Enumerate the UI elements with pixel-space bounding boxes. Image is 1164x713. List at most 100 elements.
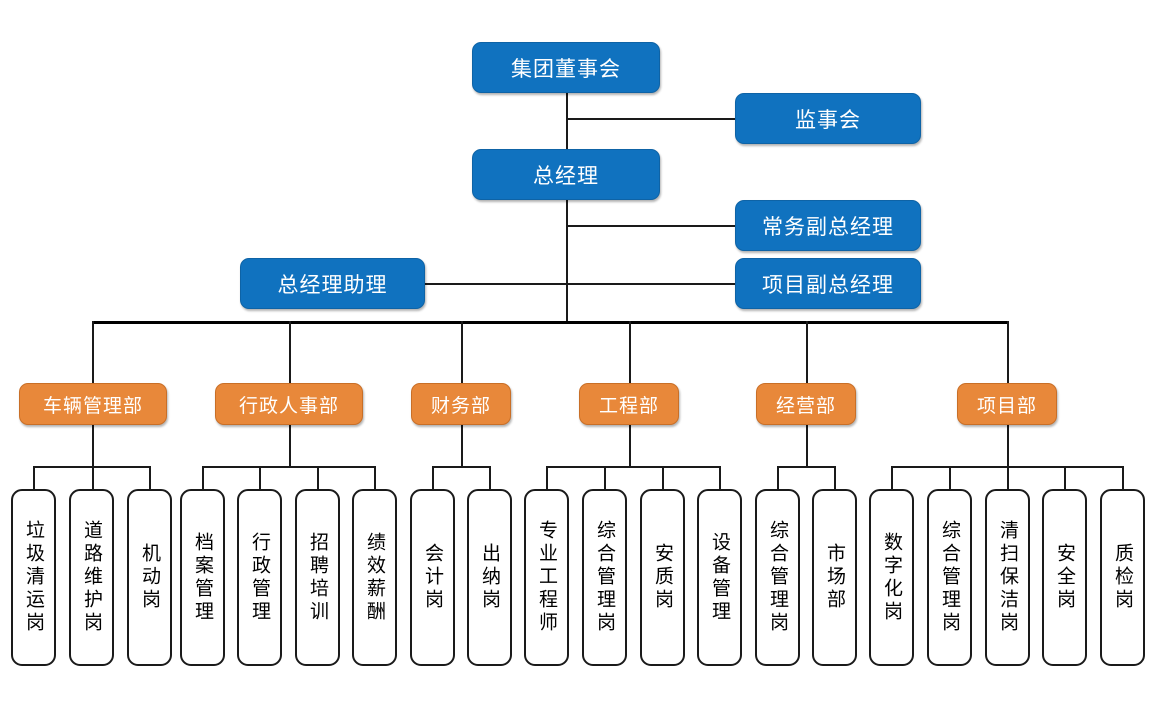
- node-department-project[interactable]: 项目部: [957, 383, 1057, 425]
- leaf-position-box[interactable]: 机动岗: [127, 489, 172, 666]
- leaf-position-box[interactable]: 综合管理岗: [927, 489, 972, 666]
- leaf-position-label: 设备管理: [709, 531, 730, 624]
- node-department-operations[interactable]: 经营部: [756, 383, 856, 425]
- node-department-finance[interactable]: 财务部: [411, 383, 511, 425]
- leaf-position-label: 清扫保洁岗: [997, 520, 1018, 635]
- connector-dept6-leaf-5: [1122, 466, 1124, 490]
- connector-dept6-leaf-4: [1064, 466, 1066, 490]
- node-department-vehicle-management[interactable]: 车辆管理部: [19, 383, 167, 425]
- connector-dept3-leaf-1: [432, 466, 434, 490]
- leaf-position-label: 数字化岗: [881, 531, 902, 624]
- connector-dept2-bus: [202, 466, 375, 468]
- leaf-position-label: 安质岗: [652, 543, 673, 612]
- leaf-position-box[interactable]: 市场部: [812, 489, 857, 666]
- node-supervisory-board[interactable]: 监事会: [735, 93, 921, 144]
- connector-dept5-leaf-2: [834, 466, 836, 490]
- connector-dept2-down: [289, 424, 291, 467]
- leaf-position-label: 综合管理岗: [939, 520, 960, 635]
- leaf-position-label: 垃圾清运岗: [23, 520, 44, 635]
- leaf-position-box[interactable]: 专业工程师: [524, 489, 569, 666]
- leaf-position-label: 质检岗: [1112, 543, 1133, 612]
- leaf-position-box[interactable]: 行政管理: [237, 489, 282, 666]
- connector-dept6-down: [1007, 424, 1009, 467]
- connector-dept5-bus: [777, 466, 835, 468]
- leaf-position-label: 档案管理: [192, 531, 213, 624]
- node-general-manager-label: 总经理: [533, 164, 599, 188]
- node-project-deputy-gm[interactable]: 项目副总经理: [735, 258, 921, 309]
- connector-board-to-supervisory: [566, 118, 735, 120]
- node-department-admin-hr[interactable]: 行政人事部: [215, 383, 363, 425]
- node-department-engineering-label: 工程部: [598, 395, 659, 417]
- leaf-position-label: 安全岗: [1054, 543, 1075, 612]
- leaf-position-box[interactable]: 安全岗: [1042, 489, 1087, 666]
- connector-dept1-bus: [33, 466, 150, 468]
- leaf-position-box[interactable]: 档案管理: [180, 489, 225, 666]
- connector-gm-to-project-deputy: [566, 283, 735, 285]
- leaf-position-box[interactable]: 安质岗: [640, 489, 685, 666]
- node-executive-deputy-gm[interactable]: 常务副总经理: [735, 200, 921, 251]
- connector-gm-down: [566, 199, 568, 323]
- connector-bus-drop-1: [92, 321, 94, 383]
- connector-dept4-leaf-4: [719, 466, 721, 490]
- connector-dept4-leaf-1: [546, 466, 548, 490]
- leaf-position-label: 绩效薪酬: [364, 531, 385, 624]
- connector-dept2-leaf-2: [259, 466, 261, 490]
- node-executive-deputy-gm-label: 常务副总经理: [762, 215, 894, 239]
- connector-dept4-bus: [546, 466, 720, 468]
- node-gm-assistant-label: 总经理助理: [277, 273, 388, 297]
- leaf-position-box[interactable]: 数字化岗: [869, 489, 914, 666]
- leaf-position-box[interactable]: 招聘培训: [295, 489, 340, 666]
- connector-dept4-leaf-3: [662, 466, 664, 490]
- leaf-position-box[interactable]: 综合管理岗: [582, 489, 627, 666]
- node-general-manager[interactable]: 总经理: [472, 149, 660, 200]
- node-supervisory-board-label: 监事会: [795, 108, 861, 132]
- leaf-position-box[interactable]: 出纳岗: [467, 489, 512, 666]
- connector-dept6-leaf-3: [1007, 466, 1009, 490]
- connector-dept2-leaf-3: [317, 466, 319, 490]
- node-department-finance-label: 财务部: [430, 395, 491, 417]
- leaf-position-box[interactable]: 垃圾清运岗: [11, 489, 56, 666]
- connector-dept3-bus: [432, 466, 490, 468]
- connector-dept6-leaf-2: [949, 466, 951, 490]
- connector-dept2-leaf-1: [202, 466, 204, 490]
- connector-gm-assistant: [424, 283, 567, 285]
- node-department-operations-label: 经营部: [775, 395, 836, 417]
- leaf-position-label: 道路维护岗: [81, 520, 102, 635]
- connector-dept6-leaf-1: [891, 466, 893, 490]
- node-department-vehicle-management-label: 车辆管理部: [42, 395, 143, 417]
- connector-dept3-down: [461, 424, 463, 467]
- leaf-position-label: 行政管理: [249, 531, 270, 624]
- connector-gm-to-exec-deputy: [566, 225, 735, 227]
- connector-bus-drop-3: [461, 321, 463, 383]
- leaf-position-box[interactable]: 会计岗: [410, 489, 455, 666]
- leaf-position-label: 综合管理岗: [767, 520, 788, 635]
- connector-bus-drop-4: [629, 321, 631, 383]
- connector-department-bus: [92, 321, 1008, 324]
- leaf-position-label: 会计岗: [422, 543, 443, 612]
- leaf-position-box[interactable]: 质检岗: [1100, 489, 1145, 666]
- leaf-position-box[interactable]: 道路维护岗: [69, 489, 114, 666]
- leaf-position-box[interactable]: 综合管理岗: [755, 489, 800, 666]
- connector-dept3-leaf-2: [489, 466, 491, 490]
- node-board-of-directors-label: 集团董事会: [511, 57, 621, 81]
- connector-dept5-down: [806, 424, 808, 467]
- leaf-position-box[interactable]: 设备管理: [697, 489, 742, 666]
- connector-bus-drop-2: [289, 321, 291, 383]
- connector-bus-drop-5: [806, 321, 808, 383]
- node-department-engineering[interactable]: 工程部: [579, 383, 679, 425]
- connector-dept4-down: [629, 424, 631, 467]
- node-gm-assistant[interactable]: 总经理助理: [240, 258, 425, 309]
- leaf-position-label: 出纳岗: [479, 543, 500, 612]
- node-department-project-label: 项目部: [976, 395, 1037, 417]
- leaf-position-box[interactable]: 绩效薪酬: [352, 489, 397, 666]
- leaf-position-box[interactable]: 清扫保洁岗: [985, 489, 1030, 666]
- connector-board-down: [566, 92, 568, 150]
- connector-dept5-leaf-1: [777, 466, 779, 490]
- node-board-of-directors[interactable]: 集团董事会: [472, 42, 660, 93]
- connector-bus-drop-6: [1007, 321, 1009, 383]
- node-project-deputy-gm-label: 项目副总经理: [762, 273, 894, 297]
- leaf-position-label: 市场部: [824, 543, 845, 612]
- connector-dept1-leaf-3: [149, 466, 151, 490]
- connector-dept4-leaf-2: [604, 466, 606, 490]
